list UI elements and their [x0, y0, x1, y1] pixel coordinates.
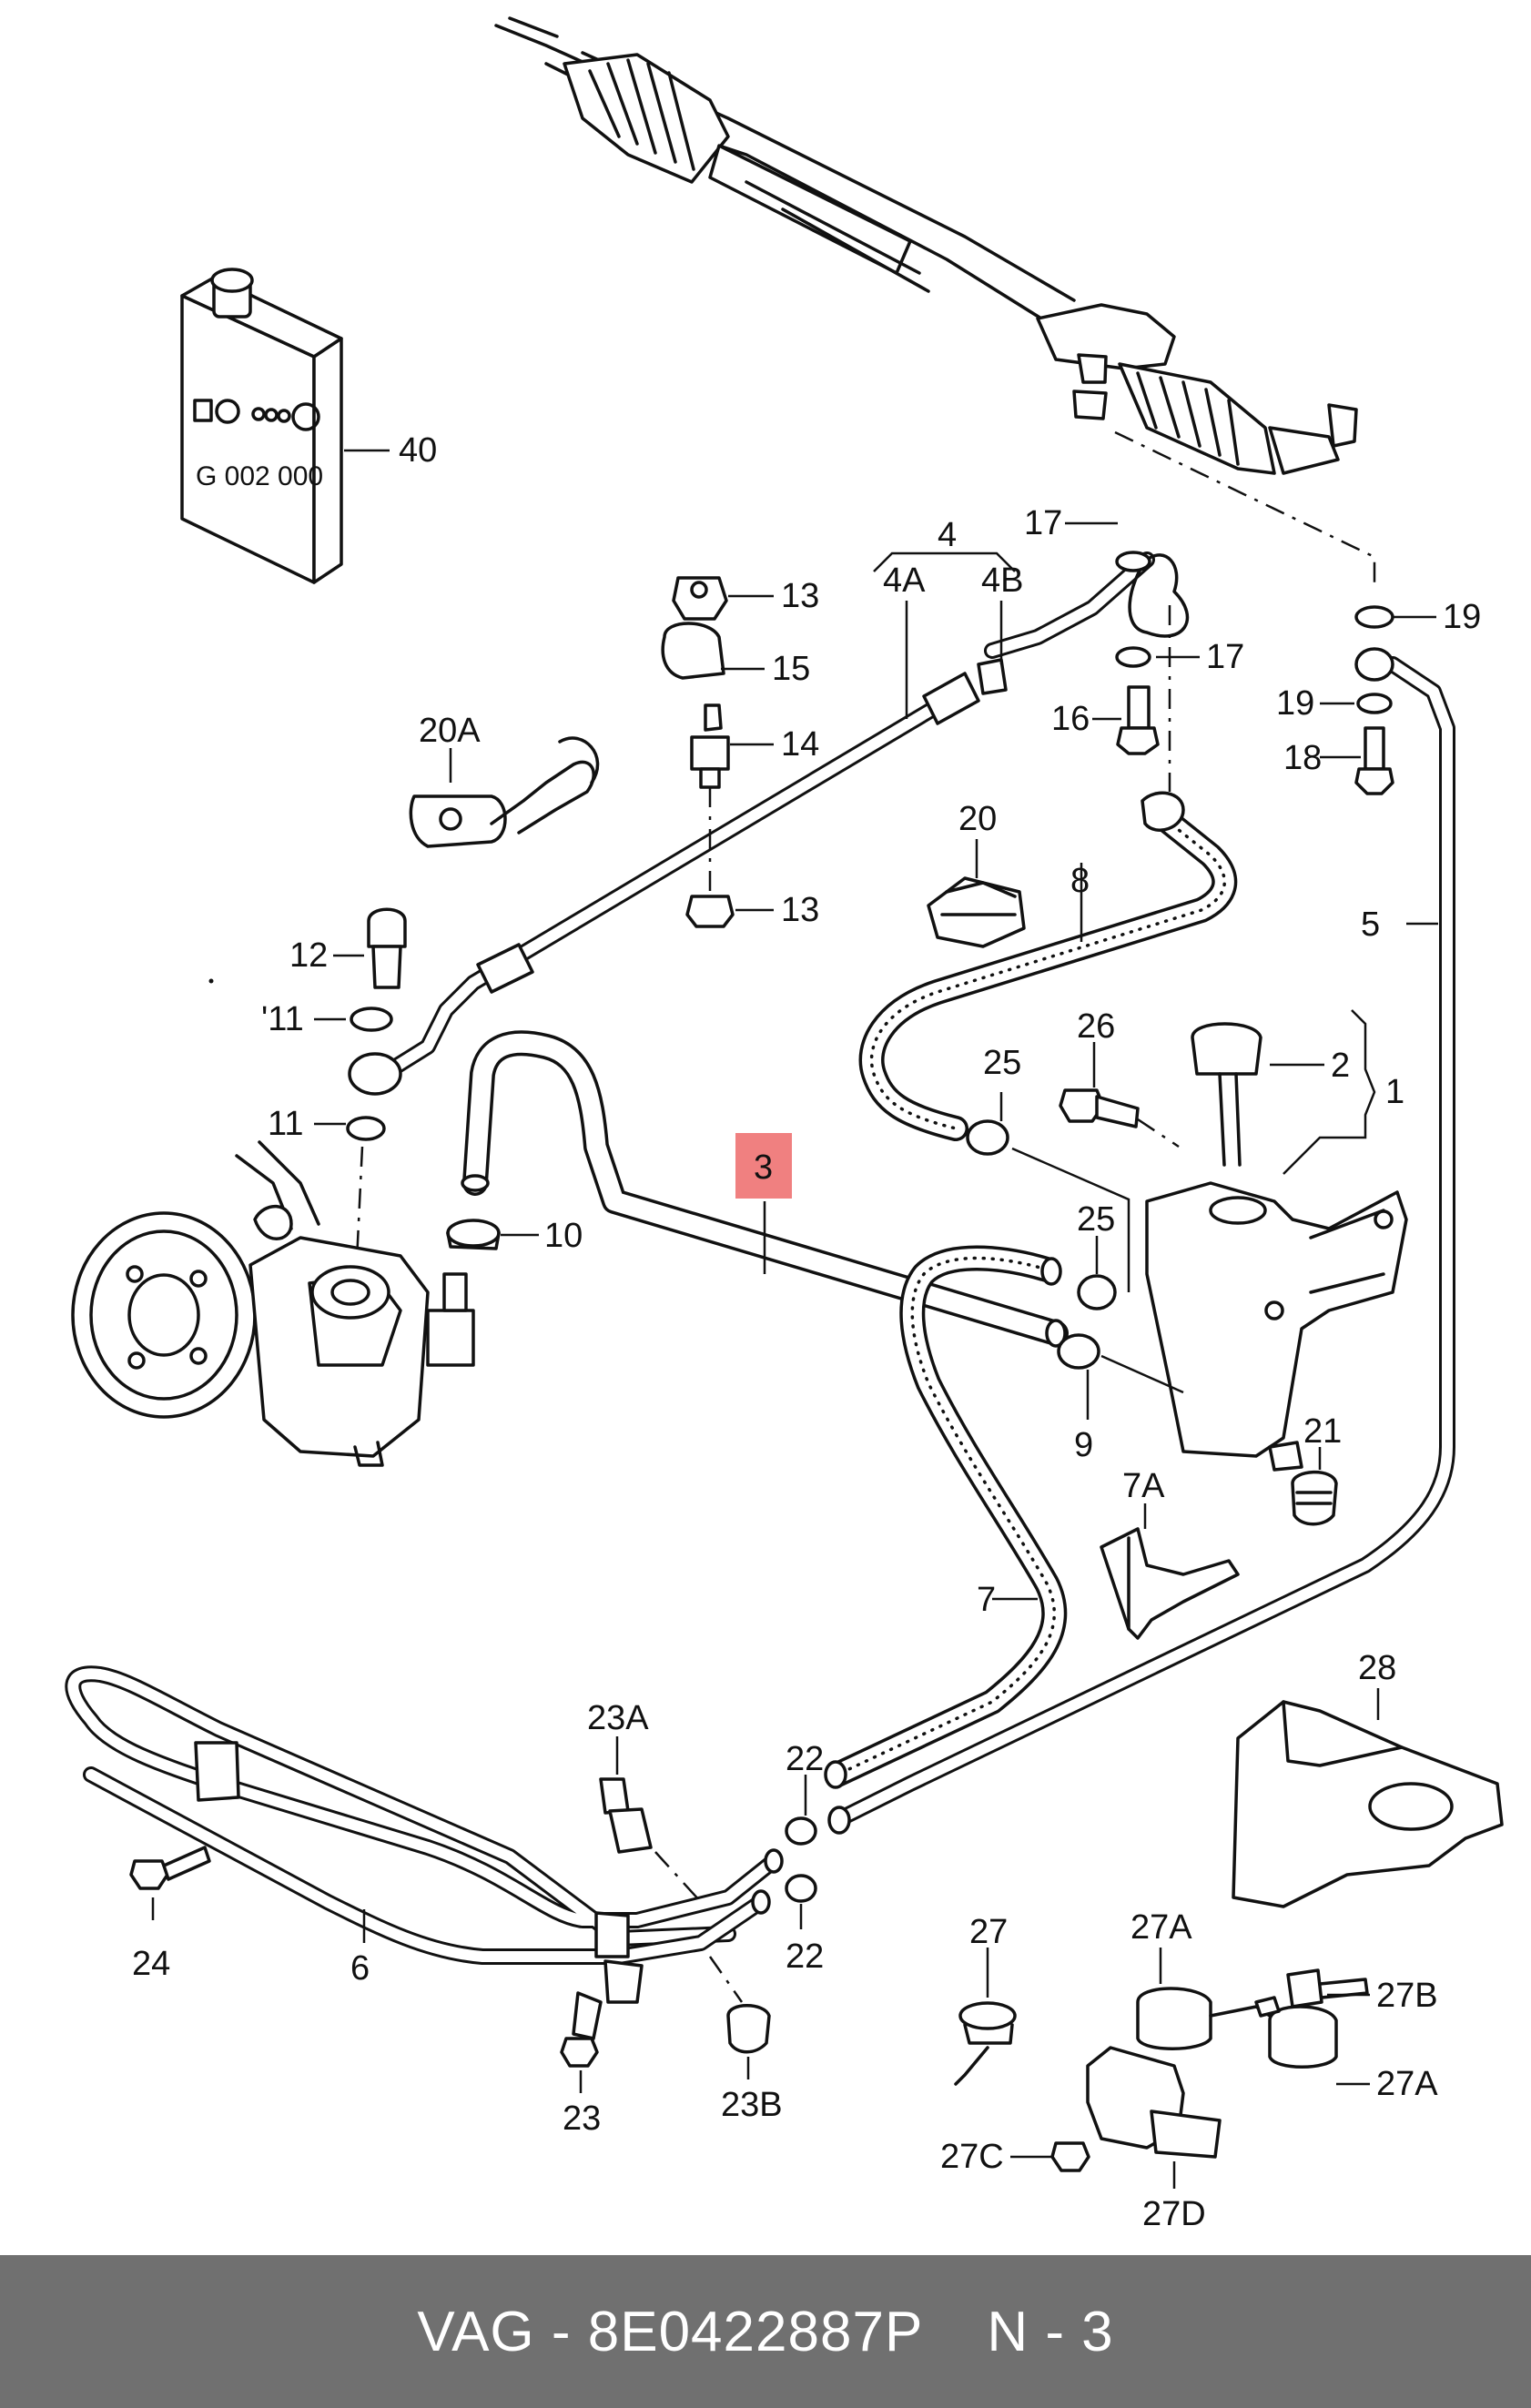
label-18: 18	[1283, 739, 1322, 777]
power-steering-pump	[71, 1140, 475, 1467]
fittings-23	[129, 1777, 771, 2068]
return-line-5	[827, 605, 1455, 1835]
clamps-22	[785, 1816, 817, 1903]
rack-boot-left	[563, 53, 730, 184]
label-22b: 22	[786, 1938, 824, 1976]
label-11a: 11	[268, 1105, 303, 1143]
label-13a: 13	[781, 577, 819, 615]
label-23A: 23A	[587, 1699, 649, 1737]
cover-28	[1232, 1700, 1504, 1908]
suction-hose-3	[461, 1030, 1069, 1348]
footer-reference: N - 3	[987, 2300, 1114, 2363]
label-19a: 19	[1443, 598, 1481, 636]
label-14: 14	[781, 725, 819, 764]
bracket-27A-27D	[1050, 1968, 1369, 2172]
label-22a: 22	[786, 1740, 824, 1778]
clamps-25	[966, 1119, 1117, 1370]
parts-diagram: G 002 000 40 4 4A 4B 13 15 14 13	[65, 16, 1504, 2233]
label-27C: 27C	[940, 2138, 1004, 2176]
rack-boot-right	[1118, 362, 1276, 475]
label-12: 12	[289, 936, 328, 975]
can-code: G 002 000	[196, 461, 323, 491]
bolt-26	[1059, 1088, 1140, 1128]
footer-bar: VAG - 8E0422887P N - 3	[0, 2255, 1531, 2408]
label-27A1: 27A	[1131, 1908, 1192, 1947]
label-27B: 27B	[1376, 1977, 1438, 2015]
washers-17-bolt-16	[1115, 551, 1160, 755]
steering-rack	[494, 16, 1358, 475]
label-26: 26	[1077, 1007, 1115, 1046]
label-13b: 13	[781, 891, 819, 929]
return-hose-8	[858, 791, 1238, 1141]
cap-21	[1291, 1470, 1338, 1526]
label-17b: 17	[1206, 638, 1244, 676]
label-27: 27	[969, 1913, 1008, 1951]
label-20: 20	[958, 800, 997, 838]
label-21: 21	[1303, 1412, 1342, 1451]
label-27D: 27D	[1142, 2195, 1206, 2233]
label-11b: '11	[261, 1000, 304, 1038]
label-3-highlight	[735, 1133, 792, 1199]
label-5: 5	[1361, 906, 1380, 944]
label-4B: 4B	[981, 562, 1023, 600]
label-19b: 19	[1276, 684, 1314, 723]
hydraulic-fluid-can: G 002 000	[180, 268, 343, 584]
clamp-10	[446, 1219, 501, 1250]
label-1: 1	[1385, 1073, 1404, 1111]
label-16: 16	[1051, 700, 1090, 738]
label-4: 4	[938, 516, 957, 554]
bracket-7A	[1100, 1527, 1240, 1640]
label-8: 8	[1070, 862, 1090, 900]
label-20A: 20A	[419, 712, 481, 750]
label-25b: 25	[1077, 1200, 1115, 1239]
label-28: 28	[1358, 1649, 1396, 1687]
label-23: 23	[563, 2099, 601, 2138]
label-24: 24	[132, 1945, 170, 1983]
label-40: 40	[399, 431, 437, 470]
label-7: 7	[977, 1581, 996, 1619]
label-17a: 17	[1024, 504, 1062, 542]
label-9: 9	[1074, 1426, 1093, 1464]
label-4A: 4A	[883, 562, 926, 600]
label-27A2: 27A	[1376, 2065, 1438, 2103]
label-2: 2	[1331, 1047, 1350, 1085]
stray-mark	[208, 978, 214, 984]
label-25a: 25	[983, 1044, 1021, 1082]
cooling-loop-6	[65, 1665, 784, 2004]
reservoir-1	[1145, 1022, 1408, 1472]
label-7A: 7A	[1122, 1467, 1165, 1505]
label-15: 15	[772, 650, 810, 688]
fastener-stack	[661, 576, 735, 928]
footer-part-number: VAG - 8E0422887P	[417, 2300, 924, 2363]
label-6: 6	[350, 1949, 370, 1988]
clamp-27	[954, 2001, 1017, 2086]
label-10: 10	[544, 1217, 583, 1255]
label-23B: 23B	[721, 2086, 783, 2124]
banjo-bolt-12	[346, 907, 407, 1141]
return-hose-7	[824, 1245, 1068, 1789]
bracket-20A	[409, 736, 600, 848]
label-3: 3	[754, 1148, 773, 1187]
clip-20	[927, 876, 1026, 948]
